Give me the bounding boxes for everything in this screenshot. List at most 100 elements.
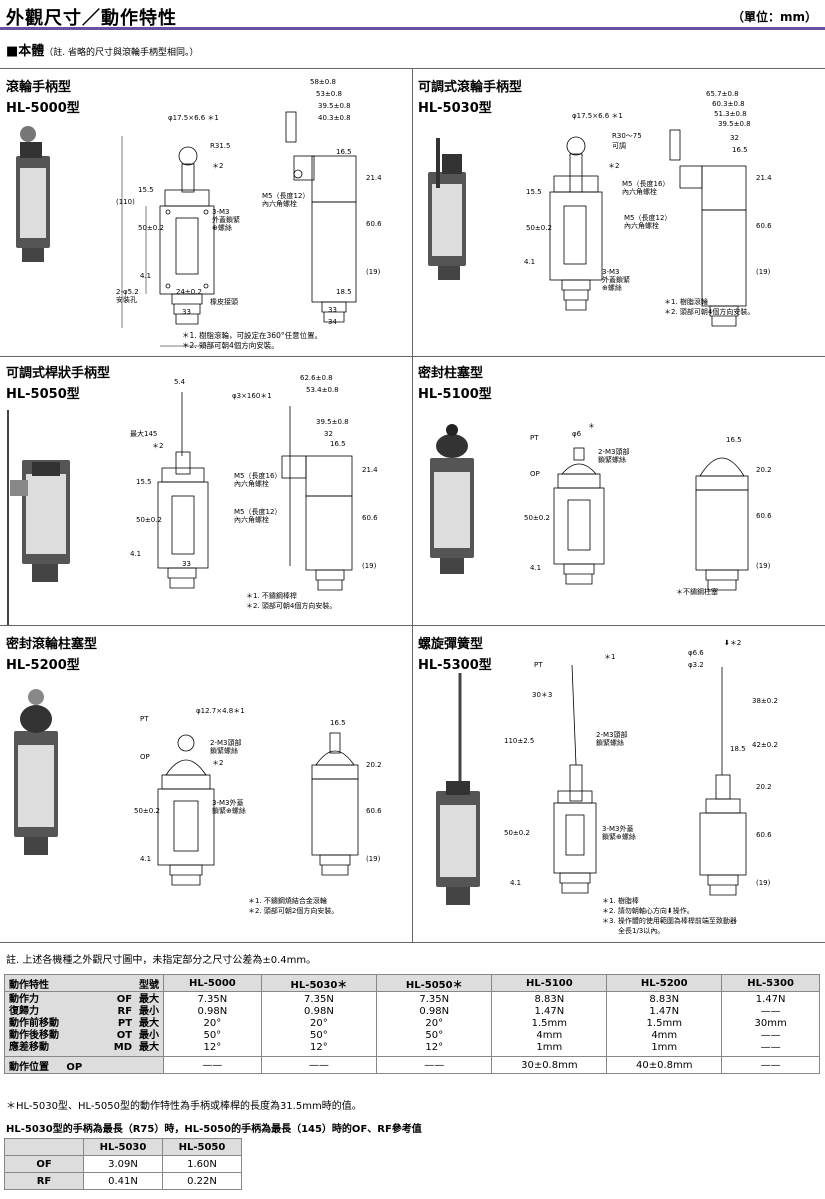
value-cell: 30±0.8mm xyxy=(491,1056,608,1074)
svg-text:16.5: 16.5 xyxy=(732,146,748,154)
ref-table: HL-5030 HL-5050 OF 3.09N 1.60N RF 0.41N … xyxy=(4,1138,242,1190)
col-header: HL-5050 xyxy=(162,1138,242,1156)
note: ＊1. 樹脂滾輪，可設定在360°任意位置。 xyxy=(182,330,322,340)
svg-text:42±0.2: 42±0.2 xyxy=(752,741,778,749)
note: ＊2. 請勿朝軸心方向⬇操作。 xyxy=(602,906,694,915)
value-cell: 3.09N xyxy=(83,1155,163,1173)
value-cell: —— xyxy=(163,1056,262,1074)
svg-text:2-M3頭部: 2-M3頭部 xyxy=(210,738,241,747)
col-header: HL-5100 xyxy=(491,974,608,992)
svg-text:外蓋鎖緊: 外蓋鎖緊 xyxy=(212,215,240,224)
model-code: HL-5300型 xyxy=(418,658,492,673)
svg-text:PT: PT xyxy=(534,661,543,669)
svg-text:內六角螺栓: 內六角螺栓 xyxy=(234,479,269,488)
table-row: RF 0.41N 0.22N xyxy=(4,1172,242,1190)
table-header-row: HL-5030 HL-5050 xyxy=(4,1138,242,1156)
svg-text:⊕螺絲: ⊕螺絲 xyxy=(602,283,622,292)
svg-text:3-M3: 3-M3 xyxy=(602,268,619,276)
model-code: HL-5030型 xyxy=(418,101,492,116)
note: ＊不鏽鋼柱塞 xyxy=(676,587,718,596)
model-name: 密封柱塞型 xyxy=(418,366,484,381)
svg-text:39.5±0.8: 39.5±0.8 xyxy=(318,102,351,110)
svg-text:3-M3: 3-M3 xyxy=(212,208,229,216)
svg-text:鎖緊⊕螺絲: 鎖緊⊕螺絲 xyxy=(212,806,246,815)
drawing-hl5030: φ17.5×6.6 ＊1 R30～75 可調 ＊2 15.5 50±0.2 4.… xyxy=(428,90,772,327)
table-header-row: 動作特性型號 HL-5000 HL-5030＊ HL-5050＊ HL-5100… xyxy=(4,974,820,992)
product-photo xyxy=(14,689,58,855)
svg-text:OP: OP xyxy=(530,470,540,478)
svg-text:內六角螺栓: 內六角螺栓 xyxy=(622,187,657,196)
svg-text:φ3.2: φ3.2 xyxy=(688,661,704,669)
svg-text:2-φ5.2: 2-φ5.2 xyxy=(116,288,139,296)
section-title: ■本體（註. 省略的尺寸與滾輪手柄型相同。） xyxy=(6,44,199,59)
svg-text:15.5: 15.5 xyxy=(526,188,542,196)
svg-text:內六角螺栓: 內六角螺栓 xyxy=(234,515,269,524)
svg-text:60.6: 60.6 xyxy=(756,512,772,520)
grid-line xyxy=(412,68,413,942)
model-code: HL-5050型 xyxy=(6,387,80,402)
svg-text:18.5: 18.5 xyxy=(730,745,746,753)
svg-text:M5（長度12）: M5（長度12） xyxy=(624,213,671,222)
svg-text:＊2: ＊2 xyxy=(608,162,619,170)
drawing-hl5000: φ17.5×6.6 ＊1 R31.5 ＊2 15.5 (110) 50±0.2 … xyxy=(16,78,382,350)
product-photo xyxy=(430,424,474,574)
svg-text:20.2: 20.2 xyxy=(366,761,382,769)
value-cell: —— xyxy=(721,1056,820,1074)
svg-text:2-M3頭部: 2-M3頭部 xyxy=(596,730,627,739)
note: 全長1/3以內。 xyxy=(618,926,664,935)
svg-text:21.4: 21.4 xyxy=(362,466,378,474)
row-label: OF xyxy=(4,1155,84,1173)
svg-text:R31.5: R31.5 xyxy=(210,142,230,150)
svg-text:橡皮接頭: 橡皮接頭 xyxy=(210,297,238,306)
svg-text:4.1: 4.1 xyxy=(140,855,151,863)
note: ＊3. 操作體的使用範圍為棒桿前端至致動器 xyxy=(602,916,737,925)
svg-text:4.1: 4.1 xyxy=(140,272,151,280)
note: ＊2. 頭部可朝4個方向安裝。 xyxy=(246,601,336,610)
col-header: HL-5030 xyxy=(83,1138,163,1156)
model-hl5030: 可調式滾輪手柄型 HL-5030型 xyxy=(418,76,522,116)
svg-text:53.4±0.8: 53.4±0.8 xyxy=(306,386,339,394)
svg-text:50±0.2: 50±0.2 xyxy=(526,224,552,232)
model-name: 可調式桿狀手柄型 xyxy=(6,366,111,381)
model-code: HL-5000型 xyxy=(6,101,80,116)
svg-text:32: 32 xyxy=(324,430,333,438)
svg-text:62.6±0.8: 62.6±0.8 xyxy=(300,374,333,382)
svg-text:34: 34 xyxy=(328,318,337,326)
model-code: HL-5100型 xyxy=(418,387,492,402)
col-header: HL-5000 xyxy=(163,974,262,992)
svg-text:15.5: 15.5 xyxy=(136,478,152,486)
svg-text:16.5: 16.5 xyxy=(726,436,742,444)
spec-table: 動作特性型號 HL-5000 HL-5030＊ HL-5050＊ HL-5100… xyxy=(4,974,820,1074)
footnote: ＊HL-5030型、HL-5050型的動作特性為手柄或棒桿的長度為31.5mm時… xyxy=(6,1101,362,1112)
svg-text:4.1: 4.1 xyxy=(524,258,535,266)
svg-text:(19): (19) xyxy=(756,268,771,276)
svg-text:(19): (19) xyxy=(366,855,381,863)
unit-label: （單位：mm） xyxy=(731,10,817,24)
svg-text:φ3×160＊1: φ3×160＊1 xyxy=(232,392,272,400)
product-photo xyxy=(7,410,70,625)
svg-text:OP: OP xyxy=(140,753,150,761)
svg-text:33: 33 xyxy=(182,560,191,568)
drawing-hl5200: PT φ12.7×4.8＊1 OP 2-M3頭部 鎖緊螺絲 ＊2 3-M3外蓋 … xyxy=(14,689,382,915)
ref-title: HL-5030型的手柄為最長（R75）時，HL-5050的手柄為最長（145）時… xyxy=(6,1124,422,1135)
value-cell: 40±0.8mm xyxy=(606,1056,723,1074)
svg-text:65.7±0.8: 65.7±0.8 xyxy=(706,90,739,98)
svg-text:3-M3外蓋: 3-M3外蓋 xyxy=(602,824,633,833)
svg-text:＊1: ＊1 xyxy=(604,653,615,661)
svg-text:15.5: 15.5 xyxy=(138,186,154,194)
svg-text:PT: PT xyxy=(140,715,149,723)
svg-text:(19): (19) xyxy=(756,562,771,570)
svg-text:51.3±0.8: 51.3±0.8 xyxy=(714,110,747,118)
note: ＊2. 頭部可朝2個方向安裝。 xyxy=(248,906,338,915)
svg-text:φ17.5×6.6 ＊1: φ17.5×6.6 ＊1 xyxy=(168,114,219,122)
value-cell: —— xyxy=(260,1056,378,1074)
model-code: HL-5200型 xyxy=(6,658,80,673)
svg-text:(110): (110) xyxy=(116,198,135,206)
note: ＊1. 樹脂棒 xyxy=(602,896,639,905)
header-label: 動作特性 xyxy=(9,979,49,991)
